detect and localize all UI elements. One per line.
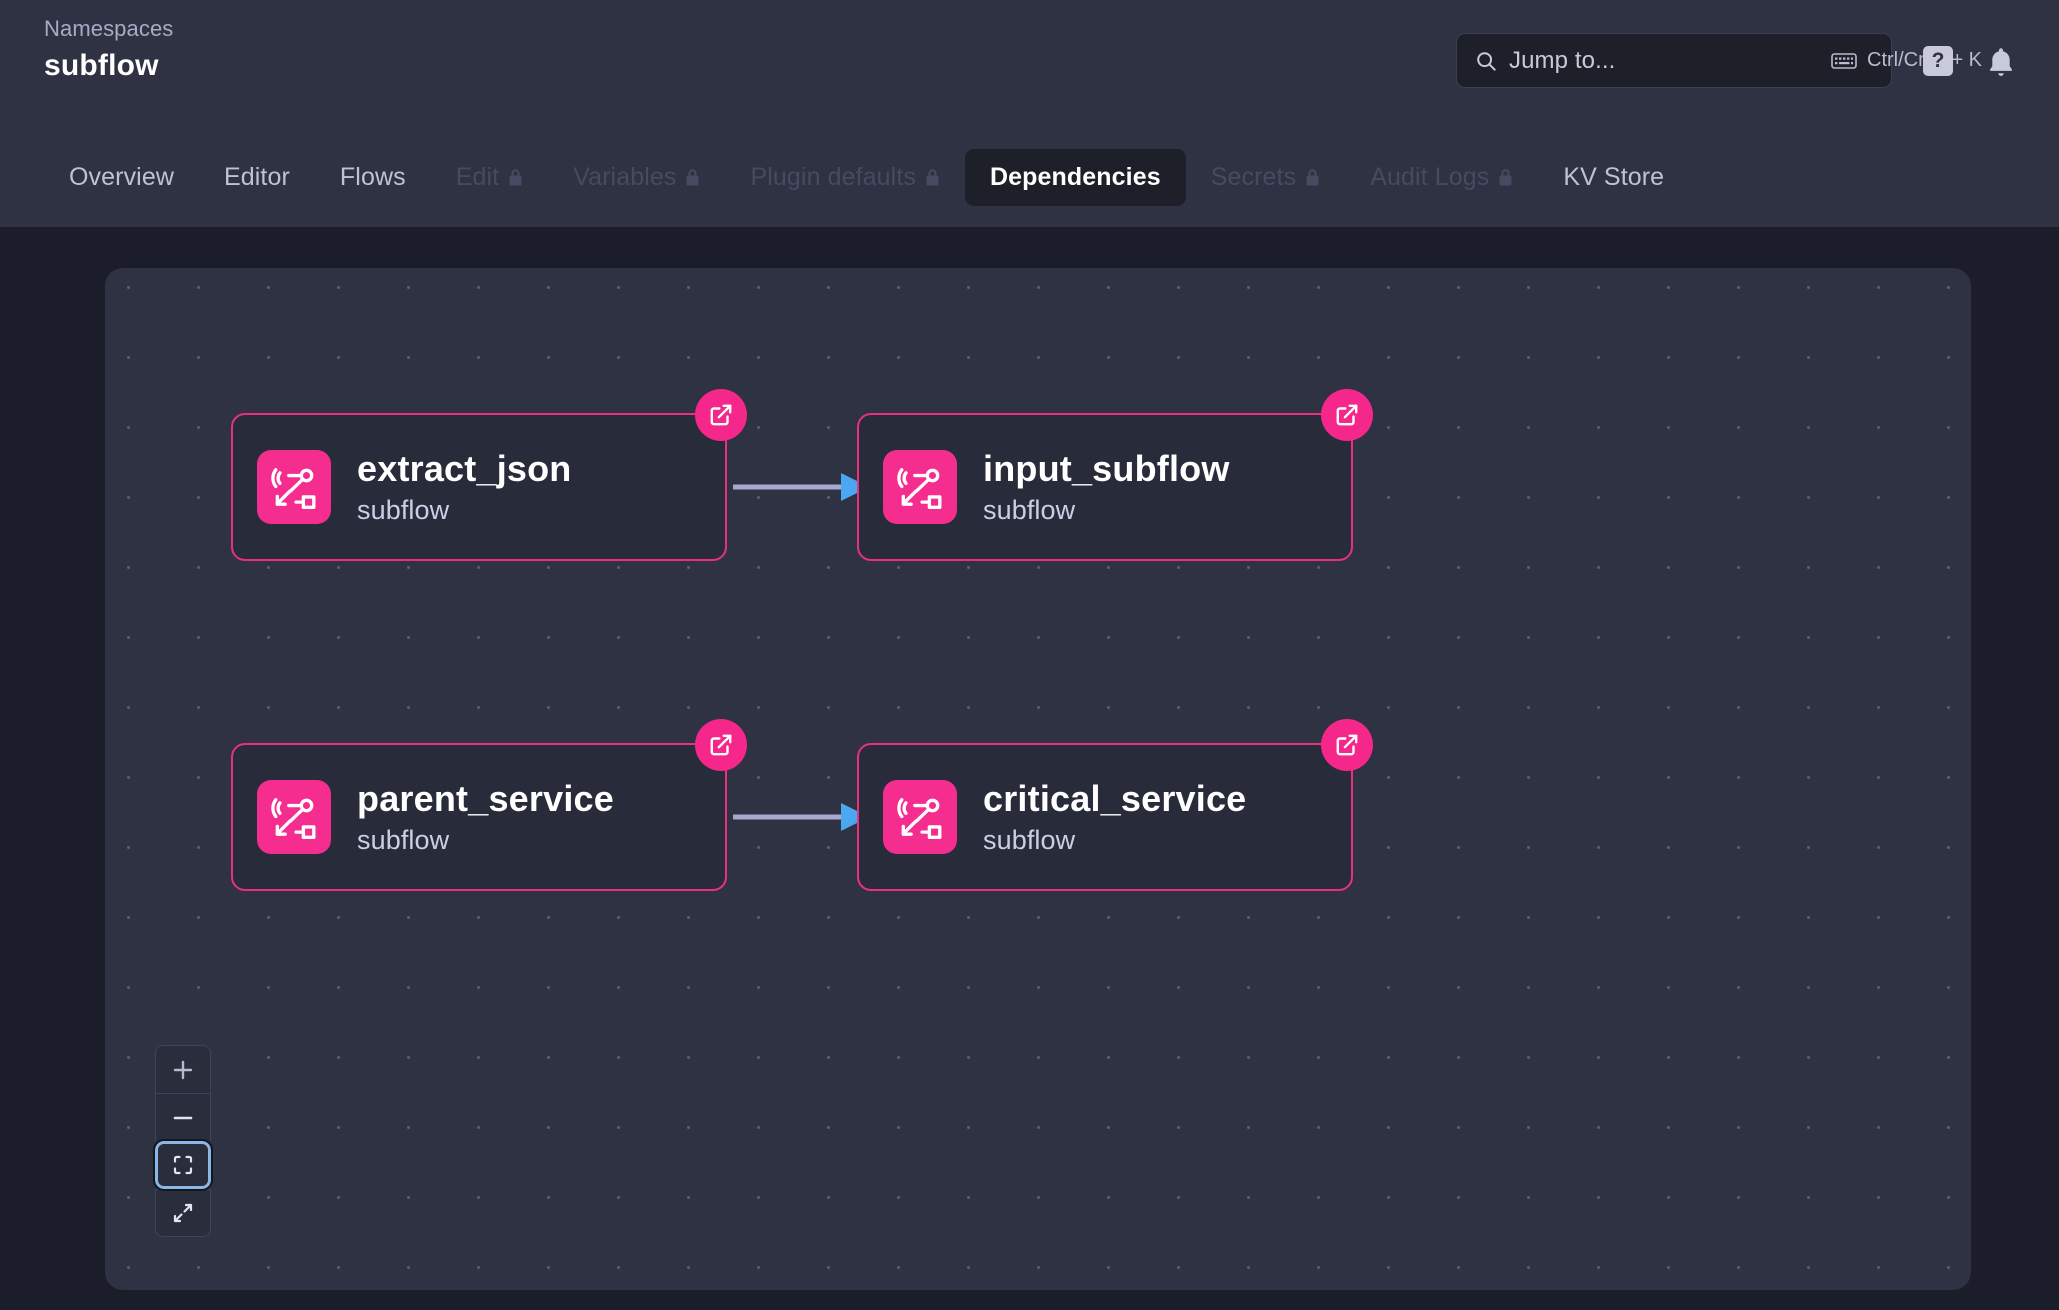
tab-label: Dependencies: [990, 163, 1161, 191]
tab-editor[interactable]: Editor: [199, 149, 315, 206]
zoom-controls: [153, 1045, 213, 1237]
subflow-icon: [257, 450, 331, 524]
search-shortcut-hint: Ctrl/Cmd + K: [1831, 49, 1982, 72]
node-title: critical_service: [983, 778, 1247, 819]
top-bar: Namespaces subflow: [0, 0, 2059, 227]
zoom-out-button[interactable]: [155, 1093, 211, 1141]
fit-view-button[interactable]: [153, 1139, 213, 1191]
tab-label: Editor: [224, 163, 290, 191]
zoom-in-button[interactable]: [155, 1045, 211, 1093]
external-link-icon[interactable]: [1321, 719, 1373, 771]
node-title: extract_json: [357, 448, 572, 489]
breadcrumb-parent[interactable]: Namespaces: [44, 16, 174, 41]
breadcrumb: Namespaces subflow: [44, 14, 173, 86]
external-link-icon[interactable]: [1321, 389, 1373, 441]
node-subtitle: subflow: [357, 495, 450, 525]
node-subtitle: subflow: [983, 825, 1076, 855]
tab-variables[interactable]: Variables: [548, 149, 725, 206]
notifications-button[interactable]: [1983, 42, 2019, 82]
edge-parent-service-to-critical-service: [733, 803, 869, 831]
tab-label: Plugin defaults: [750, 163, 916, 191]
subflow-icon: [883, 780, 957, 854]
search-input[interactable]: [1509, 46, 1819, 75]
tab-label: Flows: [339, 163, 406, 191]
help-button[interactable]: ?: [1923, 46, 1953, 76]
fullscreen-button[interactable]: [155, 1189, 211, 1237]
node-subtitle: subflow: [357, 825, 450, 855]
node-text: extract_json subflow: [357, 447, 572, 527]
tab-label: Edit: [455, 163, 500, 191]
tab-secrets[interactable]: Secrets: [1186, 149, 1345, 206]
tab-overview[interactable]: Overview: [44, 149, 199, 206]
tab-label: Variables: [573, 163, 677, 191]
dependency-graph-canvas[interactable]: extract_json subflow: [105, 268, 1971, 1290]
tab-label: Audit Logs: [1370, 163, 1490, 191]
tab-label: Overview: [69, 163, 174, 191]
node-title: input_subflow: [983, 448, 1230, 489]
node-title: parent_service: [357, 778, 614, 819]
tab-label: Secrets: [1210, 163, 1297, 191]
lock-icon: [1498, 168, 1513, 187]
tab-dependencies[interactable]: Dependencies: [965, 149, 1186, 206]
external-link-icon[interactable]: [695, 719, 747, 771]
search-box[interactable]: Ctrl/Cmd + K: [1456, 33, 1982, 88]
edge-extract-json-to-input-subflow: [733, 473, 869, 501]
graph-node-input-subflow[interactable]: input_subflow subflow: [857, 389, 1373, 561]
lock-icon: [1305, 168, 1320, 187]
main-nav: Overview Editor Flows Edit Variables: [0, 128, 2059, 227]
subflow-icon: [883, 450, 957, 524]
tab-label: KV Store: [1563, 163, 1665, 191]
node-text: input_subflow subflow: [983, 447, 1230, 527]
page-title: subflow: [44, 49, 159, 82]
node-text: parent_service subflow: [357, 777, 614, 857]
graph-node-extract-json[interactable]: extract_json subflow: [231, 389, 747, 561]
lock-icon: [925, 168, 940, 187]
lock-icon: [508, 168, 523, 187]
tab-flows[interactable]: Flows: [315, 149, 431, 206]
bell-icon: [1986, 48, 2016, 82]
header: Namespaces subflow: [0, 0, 2059, 128]
node-text: critical_service subflow: [983, 777, 1246, 857]
keyboard-icon: [1831, 51, 1857, 71]
tab-edit[interactable]: Edit: [431, 149, 548, 206]
tab-audit-logs[interactable]: Audit Logs: [1345, 149, 1538, 206]
graph-node-critical-service[interactable]: critical_service subflow: [857, 719, 1373, 891]
subflow-icon: [257, 780, 331, 854]
search-icon: [1475, 50, 1497, 72]
lock-icon: [685, 168, 700, 187]
graph-node-parent-service[interactable]: parent_service subflow: [231, 719, 747, 891]
node-subtitle: subflow: [983, 495, 1076, 525]
tab-kv-store[interactable]: KV Store: [1538, 149, 1689, 206]
tab-plugin-defaults[interactable]: Plugin defaults: [725, 149, 965, 206]
external-link-icon[interactable]: [695, 389, 747, 441]
